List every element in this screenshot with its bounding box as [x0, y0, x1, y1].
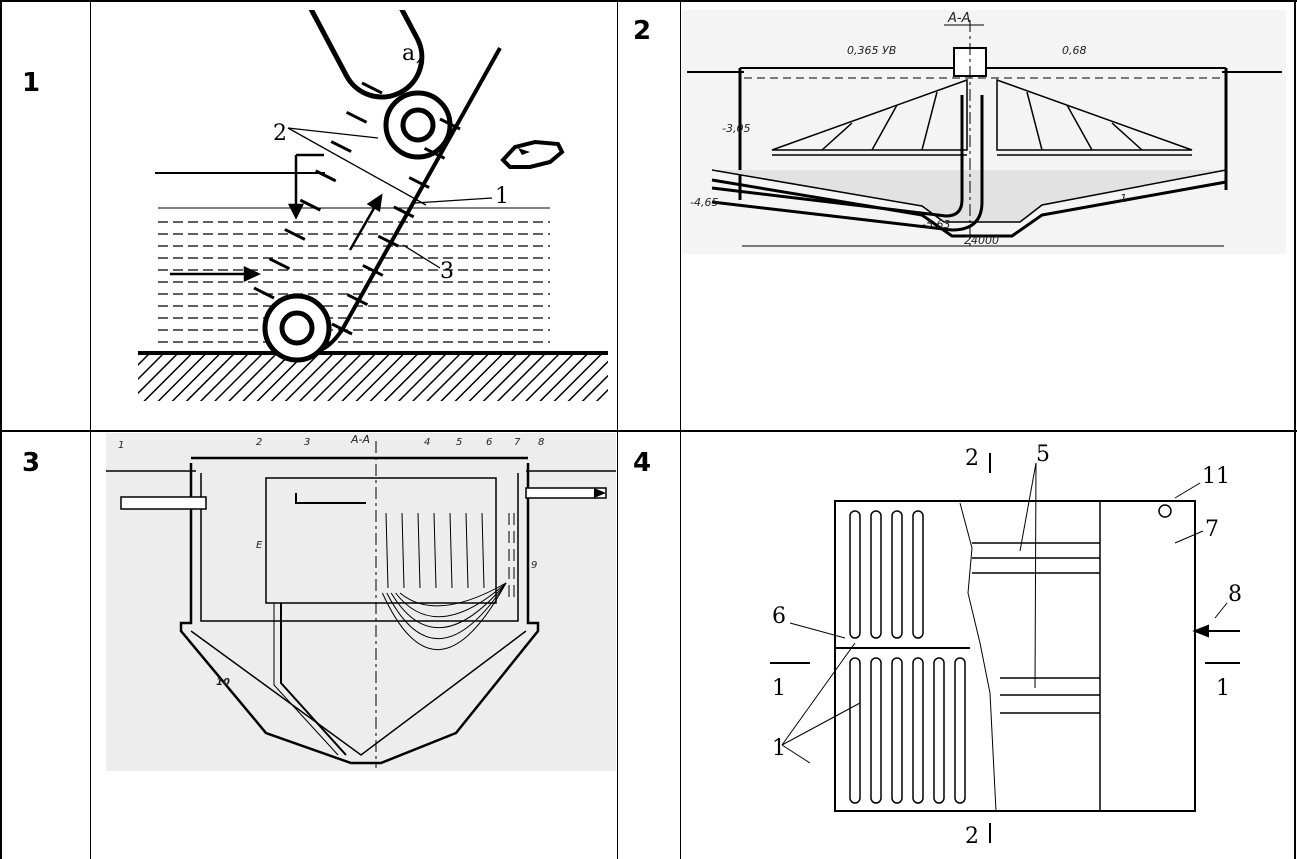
svg-text:11: 11 — [1202, 464, 1230, 489]
table-border-top — [0, 0, 1297, 2]
table-border-right — [1294, 0, 1296, 859]
svg-text:6: 6 — [486, 437, 492, 448]
svg-text:2: 2 — [965, 824, 979, 849]
table-border-left — [0, 0, 2, 859]
svg-text:24000: 24000 — [964, 234, 999, 247]
svg-text:5: 5 — [1036, 442, 1050, 467]
svg-text:1: 1 — [495, 184, 509, 209]
cell-number-1: 1 — [22, 68, 41, 98]
svg-text:7: 7 — [1205, 517, 1219, 542]
svg-text:3: 3 — [304, 437, 310, 448]
svg-text:1: 1 — [118, 440, 124, 451]
figure-1-belt-skimmer: a) 2 1 3 — [110, 10, 610, 410]
figure-4-plan-view: 2 5 11 7 6 8 1 1 1 2 — [700, 433, 1290, 853]
svg-text:0,365 УВ: 0,365 УВ — [847, 44, 896, 57]
fig1-title: a) — [402, 41, 424, 66]
svg-text:4: 4 — [424, 437, 430, 448]
svg-text:-5,63: -5,63 — [922, 218, 950, 231]
svg-text:1: 1 — [1216, 676, 1230, 701]
svg-text:A-A: A-A — [350, 433, 370, 446]
svg-text:2: 2 — [256, 437, 262, 448]
cell-number-2: 2 — [633, 16, 652, 46]
svg-text:0,68: 0,68 — [1062, 44, 1087, 57]
svg-text:6: 6 — [772, 604, 786, 629]
cell-number-3: 3 — [22, 448, 41, 478]
cell-number-4: 4 — [633, 448, 652, 478]
svg-text:8: 8 — [538, 437, 544, 448]
svg-text:7: 7 — [514, 437, 521, 448]
figure-3-vertical-settler-section: 1 2 3 4 5 6 7 8 9 10 Е A-A — [106, 433, 616, 771]
svg-text:1: 1 — [772, 676, 786, 701]
table-column-divider-2 — [617, 0, 618, 859]
svg-text:5: 5 — [456, 437, 462, 448]
svg-text:2: 2 — [965, 446, 979, 471]
figure-2-radial-settler-section: A-A 0,365 УВ 0,68 -3,05 -4,65 -5,63 2400… — [682, 10, 1286, 254]
svg-text:1: 1 — [1120, 192, 1127, 205]
table-column-divider-1 — [90, 0, 91, 859]
svg-text:-4,65: -4,65 — [690, 196, 718, 209]
table-column-divider-3 — [680, 0, 681, 859]
svg-text:A-A: A-A — [947, 11, 970, 26]
svg-text:10: 10 — [216, 677, 230, 688]
svg-text:Е: Е — [256, 540, 263, 551]
table-row-divider — [0, 430, 1297, 432]
svg-text:2: 2 — [273, 121, 287, 146]
svg-text:8: 8 — [1228, 582, 1242, 607]
svg-text:3: 3 — [440, 259, 454, 284]
svg-text:-3,05: -3,05 — [722, 122, 750, 135]
svg-text:1: 1 — [772, 736, 786, 761]
svg-text:9: 9 — [531, 560, 537, 571]
